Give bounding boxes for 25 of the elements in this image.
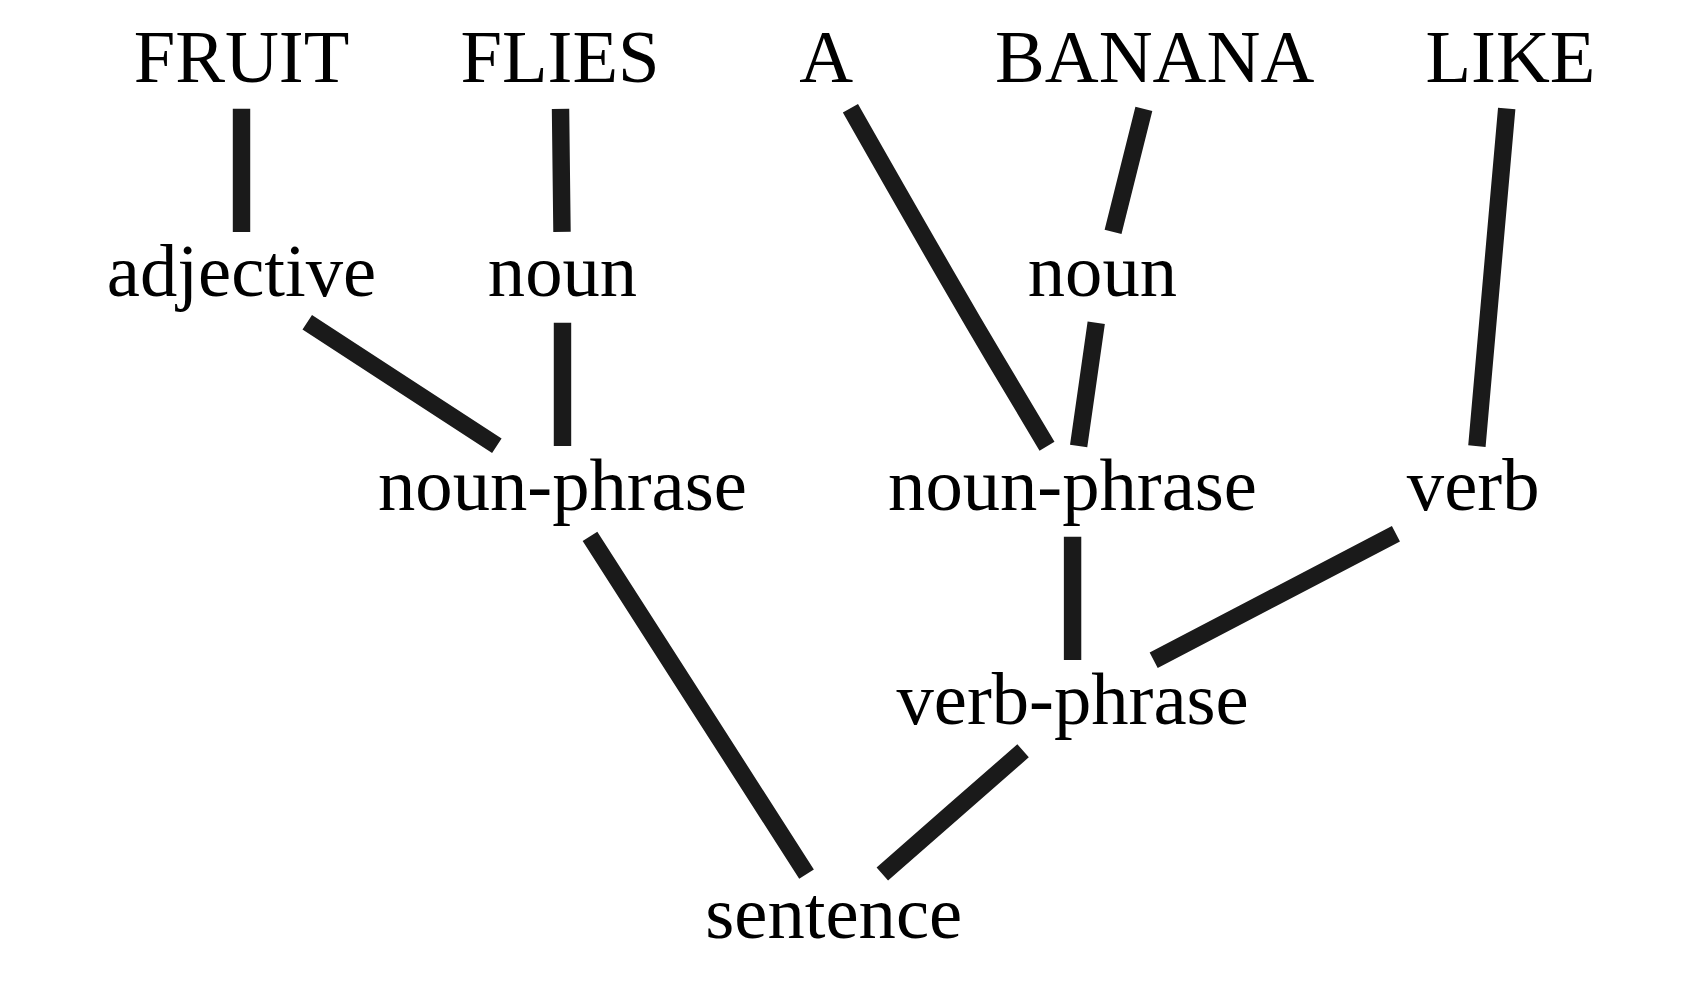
node-text: noun-phrase	[887, 442, 1257, 526]
connector	[232, 108, 250, 232]
node-text: LIKE	[1425, 14, 1595, 98]
node-text: sentence	[704, 870, 962, 954]
connector	[1104, 106, 1152, 235]
connector	[1063, 536, 1081, 660]
node-text: noun-phrase	[377, 442, 747, 526]
node-text: verb	[1406, 442, 1539, 526]
node-text: adjective	[106, 228, 376, 312]
connector	[302, 315, 502, 454]
connector	[1149, 526, 1400, 668]
node-text: A	[798, 14, 853, 98]
node-text: FRUIT	[133, 14, 349, 98]
node-text: noun	[1027, 228, 1177, 312]
connector	[582, 531, 814, 879]
connector	[1467, 107, 1515, 447]
connector	[876, 744, 1029, 881]
connector	[551, 108, 571, 233]
node-text: noun	[487, 228, 637, 312]
node-text: verb-phrase	[895, 656, 1249, 740]
connector	[1069, 321, 1105, 448]
node-text: FLIES	[459, 14, 660, 98]
node-text: BANANA	[994, 14, 1314, 98]
connector	[553, 322, 571, 446]
connector	[842, 104, 1054, 451]
